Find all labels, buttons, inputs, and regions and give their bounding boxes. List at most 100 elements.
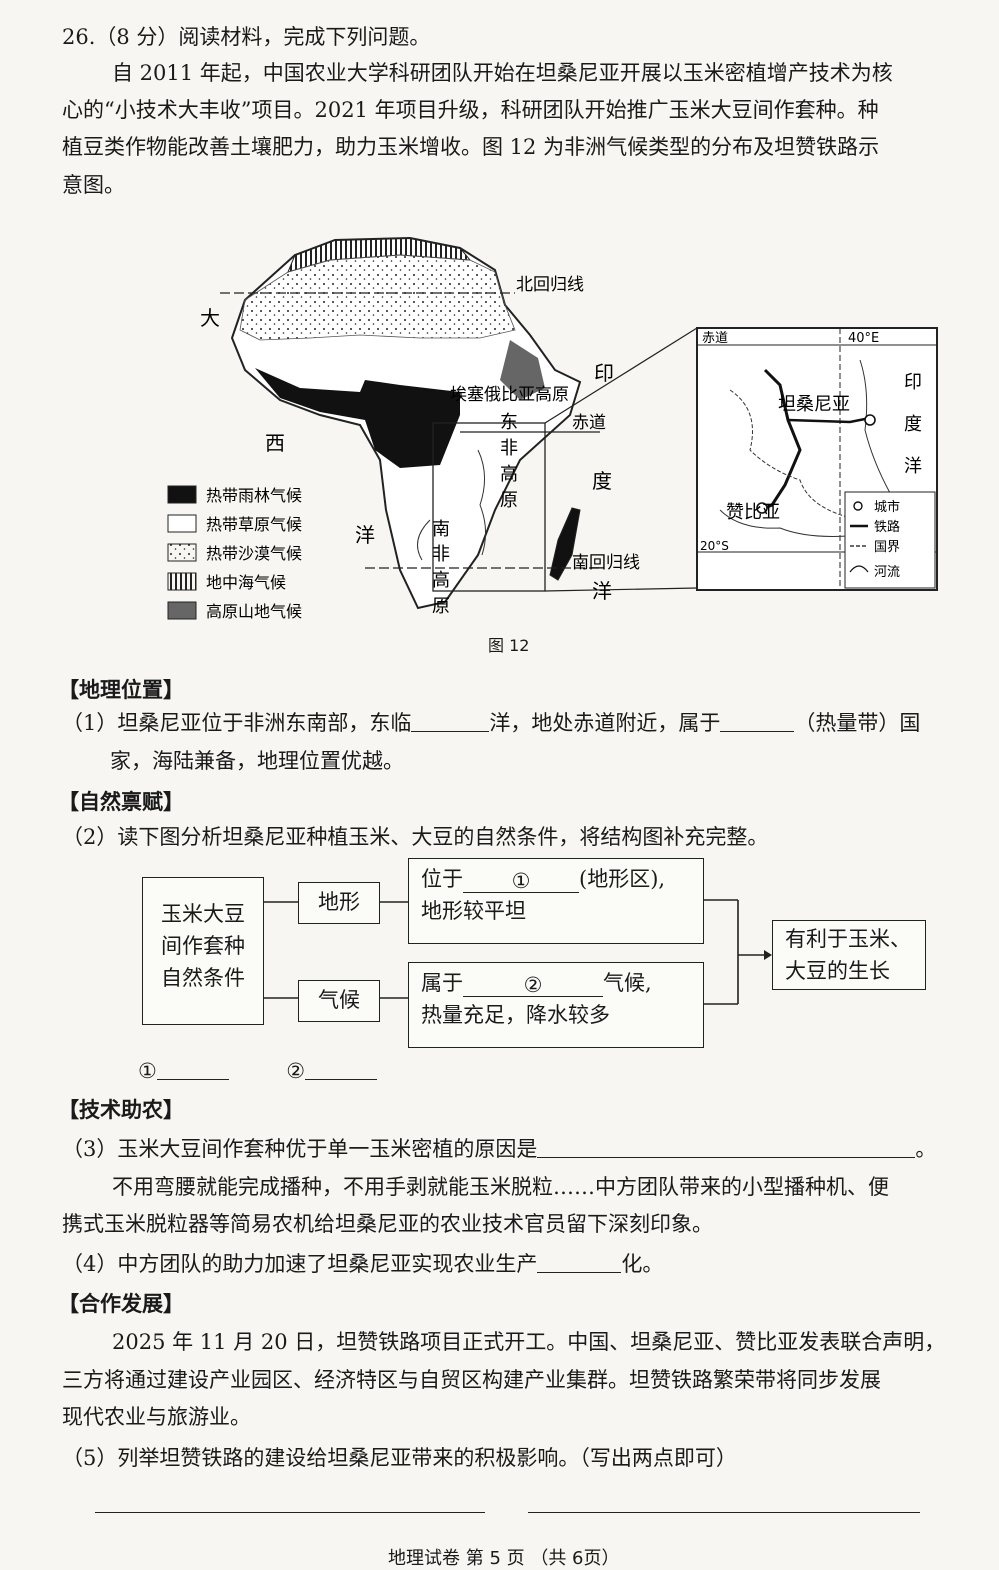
tropic-south-label: 南回归线 [572, 553, 640, 573]
answer-blank[interactable] [537, 1135, 916, 1158]
result-box: 有利于玉米、 大豆的生长 [772, 920, 926, 990]
africa-climate-map: 城市 铁路 国界 河流 赤道 40°E 坦桑尼亚 赞比亚 20°S 印 度 洋 … [167, 236, 938, 621]
east-africa-plateau-label: 高 [500, 464, 518, 485]
section-heading: 【合作发展】 [58, 1292, 184, 1316]
indian-ocean-label: 度 [592, 469, 612, 493]
material-line: 携式玉米脱粒器等简易农机给坦桑尼亚的农业技术官员留下深刻印象。 [62, 1212, 713, 1236]
diagram-answers: ① ② [138, 1056, 378, 1086]
inset-equator-label: 赤道 [702, 331, 728, 346]
inset-zambia-label: 赞比亚 [726, 502, 780, 523]
indian-ocean-label: 印 [594, 361, 614, 385]
legend-rainforest: 热带雨林气候 [206, 486, 302, 505]
section-heading: 【自然禀赋】 [58, 790, 184, 814]
question-5: （5）列举坦赞铁路的建设给坦桑尼亚带来的积极影响。（写出两点即可） [62, 1446, 737, 1470]
indian-ocean-label: 洋 [592, 579, 612, 603]
main-box-text: 间作套种 [161, 934, 245, 958]
inset-legend-rail: 铁路 [874, 519, 900, 535]
inset-legend-border: 国界 [874, 540, 900, 555]
legend-plateau: 高原山地气候 [206, 602, 302, 621]
answer-line[interactable] [528, 1512, 920, 1513]
material-line: 三方将通过建设产业园区、经济特区与自贸区构建产业集群。坦赞铁路繁荣带将同步发展 [62, 1368, 881, 1392]
material-line: 心的“小技术大丰收”项目。2021 年项目升级，科研团队开始推广玉米大豆间作套种… [62, 98, 879, 122]
inset-tanzania-label: 坦桑尼亚 [778, 394, 850, 415]
climate-detail-text: 热量充足，降水较多 [421, 1003, 610, 1027]
climate-detail-text: 气候, [603, 971, 652, 995]
answer-blank[interactable] [411, 709, 490, 732]
legend-savanna: 热带草原气候 [206, 515, 302, 534]
q4-text: 化。 [621, 1252, 664, 1276]
south-africa-plateau-label: 原 [432, 596, 450, 617]
material-line: 现代农业与旅游业。 [62, 1405, 251, 1429]
blank-2-label: ② [286, 1059, 306, 1083]
inset-source-frame [432, 422, 546, 592]
q4-text: （4）中方团队的助力加速了坦桑尼亚实现农业生产 [62, 1252, 538, 1276]
inset-legend-river: 河流 [874, 565, 900, 580]
madagascar [549, 507, 581, 581]
rainforest-zone [255, 368, 460, 468]
blank-1[interactable]: ① [463, 870, 579, 893]
atlantic-label: 大 [200, 306, 220, 330]
q1-text: 洋，地处赤道附近，属于 [489, 711, 721, 735]
tropic-north-label: 北回归线 [516, 275, 584, 295]
south-africa-plateau-label: 非 [432, 544, 450, 565]
question-1: （1）坦桑尼亚位于非洲东南部，东临 洋，地处赤道附近，属于 （热量带）国 [62, 708, 920, 738]
answer-blank[interactable] [537, 1250, 622, 1273]
terrain-detail-text: 位于 [421, 867, 463, 891]
terrain-detail-text: 地形较平坦 [421, 899, 526, 923]
material-line: 自 2011 年起，中国农业大学科研团队开始在坦桑尼亚开展以玉米密植增产技术为核 [112, 61, 893, 85]
material-line: 2025 年 11 月 20 日，坦赞铁路项目正式开工。中国、坦桑尼亚、赞比亚发… [112, 1330, 946, 1354]
terrain-detail-text: (地形区), [579, 867, 666, 891]
terrain-box: 地形 [298, 882, 380, 924]
page-footer: 地理试卷 第 5 页 （共 6页） [388, 1548, 620, 1569]
inset-lat-label: 20°S [700, 539, 729, 553]
q1-line2: 家，海陆兼备，地理位置优越。 [110, 749, 404, 773]
inset-legend-city: 城市 [874, 499, 900, 515]
east-africa-plateau-label: 原 [500, 490, 518, 511]
material-line: 植豆类作物能改善土壤肥力，助力玉米增收。图 12 为非洲气候类型的分布及坦赞铁路… [62, 135, 880, 159]
equator-label: 赤道 [572, 413, 606, 433]
plateau-climate-zone [500, 340, 545, 400]
result-text: 大豆的生长 [785, 959, 890, 983]
blank-2[interactable]: ② [463, 974, 603, 997]
material-line: 意图。 [62, 173, 125, 197]
question-title: 26.（8 分）阅读材料，完成下列问题。 [62, 25, 431, 49]
q3-text: 。 [915, 1137, 937, 1161]
answer-blank[interactable] [720, 709, 795, 732]
section-heading: 【地理位置】 [58, 678, 184, 702]
railway [759, 368, 802, 512]
south-africa-plateau-label: 高 [432, 570, 450, 591]
main-box-text: 玉米大豆 [161, 902, 245, 926]
answer-blank[interactable] [305, 1057, 378, 1080]
q1-text: （1）坦桑尼亚位于非洲东南部，东临 [62, 711, 412, 735]
diagram-main-box: 玉米大豆 间作套种 自然条件 [142, 877, 264, 1025]
answer-line[interactable] [95, 1512, 485, 1513]
question-4: （4）中方团队的助力加速了坦桑尼亚实现农业生产 化。 [62, 1249, 663, 1279]
south-africa-plateau-label: 南 [432, 519, 450, 540]
desert-zone [239, 254, 516, 341]
figure-caption: 图 12 [488, 636, 530, 655]
legend-mediterranean: 地中海气候 [206, 573, 286, 592]
legend-desert: 热带沙漠气候 [206, 544, 302, 563]
question-3: （3）玉米大豆间作套种优于单一玉米密植的原因是 。 [62, 1134, 936, 1164]
atlantic-label: 西 [265, 431, 285, 455]
east-africa-plateau-label: 东 [500, 412, 518, 433]
east-africa-plateau-label: 非 [500, 438, 518, 459]
q1-text: （热量带）国 [794, 711, 921, 735]
climate-detail-text: 属于 [421, 971, 463, 995]
inset-ocean-label: 洋 [904, 456, 922, 477]
climate-box: 气候 [298, 980, 380, 1022]
inset-lon-label: 40°E [848, 331, 879, 346]
ethiopia-plateau-label: 埃塞俄比亚高原 [450, 385, 569, 405]
inset-ocean-label: 印 [904, 372, 922, 393]
q3-text: （3）玉米大豆间作套种优于单一玉米密植的原因是 [62, 1137, 538, 1161]
result-text: 有利于玉米、 [785, 927, 911, 951]
section-heading: 【技术助农】 [58, 1098, 184, 1122]
blank-1-label: ① [138, 1059, 157, 1083]
inset-ocean-label: 度 [904, 414, 922, 435]
main-box-text: 自然条件 [161, 966, 245, 990]
answer-blank[interactable] [156, 1057, 229, 1080]
question-2: （2）读下图分析坦桑尼亚种植玉米、大豆的自然条件，将结构图补充完整。 [62, 825, 769, 849]
atlantic-label: 洋 [355, 523, 375, 547]
